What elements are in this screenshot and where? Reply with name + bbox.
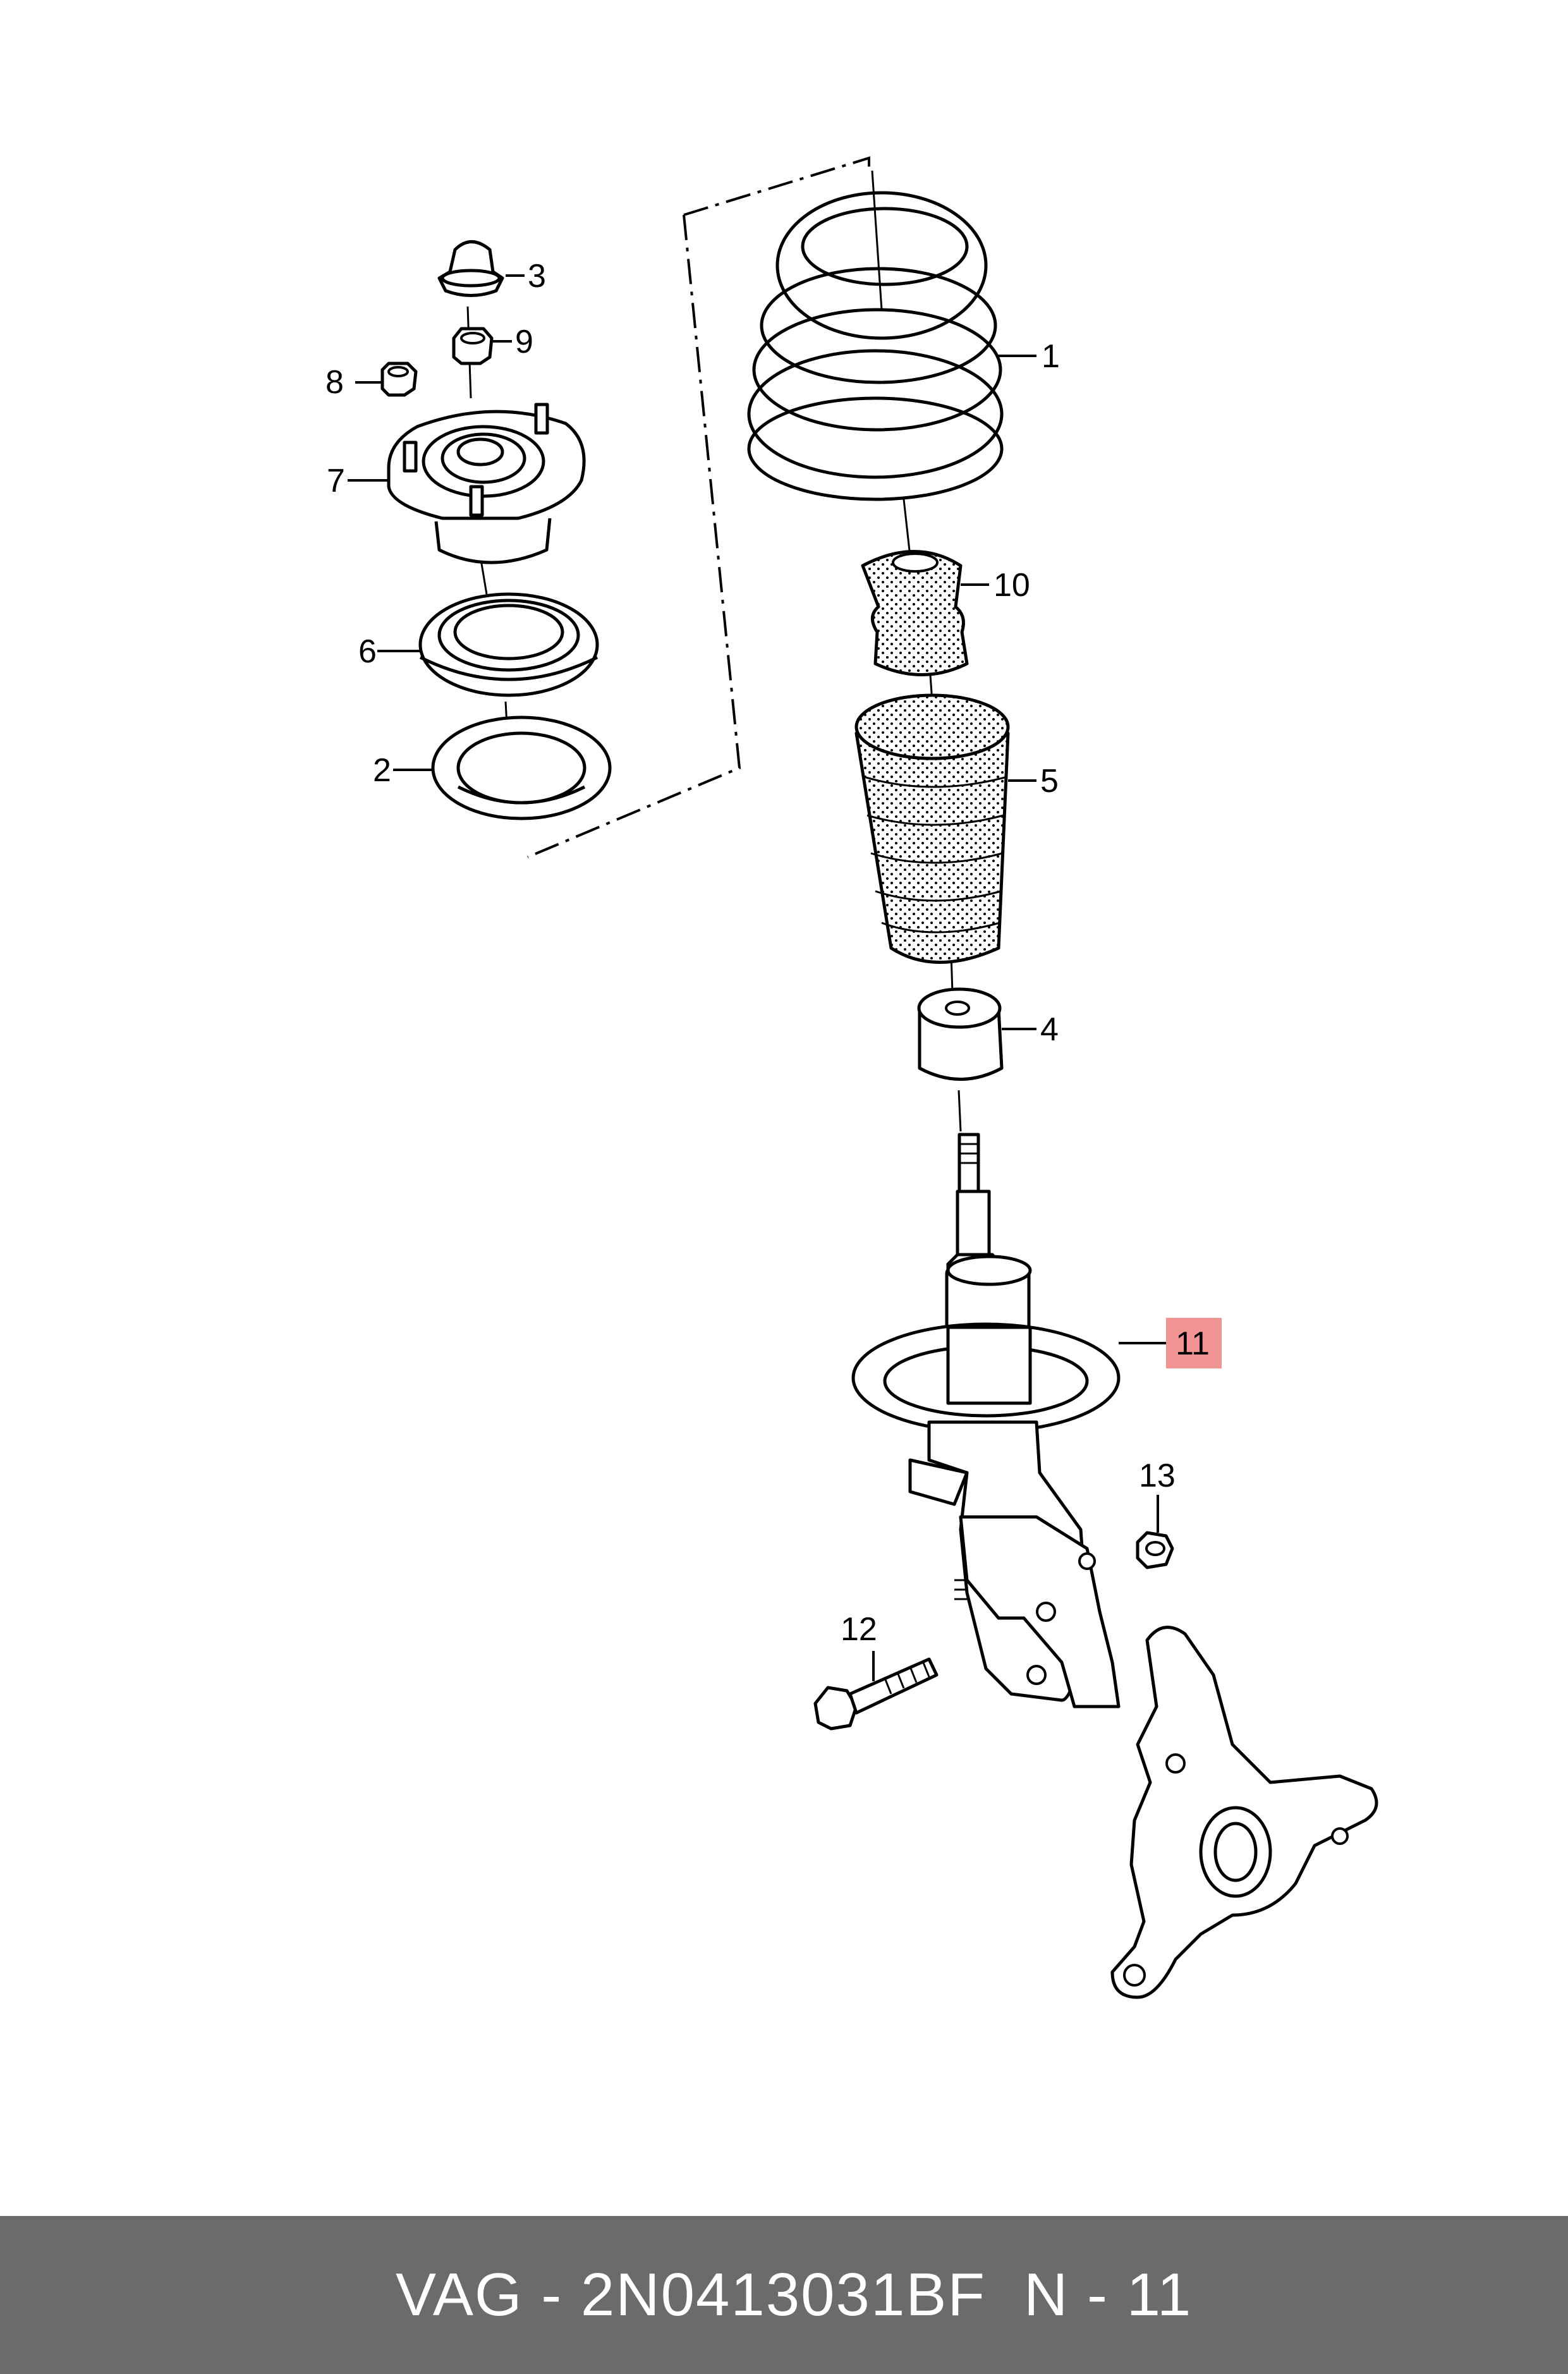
- callout-11-highlight: [1166, 1318, 1222, 1368]
- callout-2: 2: [373, 752, 391, 789]
- mount-nut: [380, 362, 418, 397]
- coil-spring: [747, 191, 1004, 501]
- hex-bolt: [813, 1657, 939, 1731]
- callout-7: 7: [327, 463, 345, 499]
- callout-4: 4: [1040, 1011, 1059, 1048]
- assembly-frame-line: [527, 156, 870, 858]
- callout-11: 11: [1176, 1325, 1210, 1362]
- callout-13: 13: [1139, 1458, 1176, 1494]
- footer-part-reference: VAG - 2N0413031BF: [395, 2261, 986, 2328]
- callout-1: 1: [1042, 338, 1060, 375]
- callout-10: 10: [994, 567, 1030, 604]
- leader-lines: [348, 274, 1166, 1681]
- buffer-cylinder: [917, 987, 1004, 1081]
- wheel-knuckle: [1110, 1626, 1378, 1999]
- callout-3: 3: [528, 258, 546, 295]
- shock-absorber-strut: [851, 1133, 1121, 1708]
- callout-6: 6: [358, 633, 377, 670]
- top-strut-mount: [387, 403, 586, 564]
- strut-bearing: [418, 592, 599, 697]
- footer-page-number: N - 11: [1024, 2261, 1193, 2328]
- callout-9: 9: [515, 324, 533, 360]
- callout-5: 5: [1040, 763, 1059, 800]
- dust-boot: [854, 693, 1010, 964]
- callout-8: 8: [325, 364, 344, 401]
- hex-nut: [1136, 1531, 1174, 1569]
- callout-12: 12: [841, 1611, 877, 1648]
- bump-stop: [861, 550, 969, 676]
- spring-seat: [431, 715, 612, 820]
- exploded-strut-diagram: 1 2 3 4 5 6 7 8 9 10 11 12 13: [325, 156, 1378, 1999]
- strut-nut: [452, 327, 494, 365]
- footer-bar: VAG - 2N0413031BF N - 11: [0, 2216, 1568, 2374]
- dust-cap: [437, 240, 504, 297]
